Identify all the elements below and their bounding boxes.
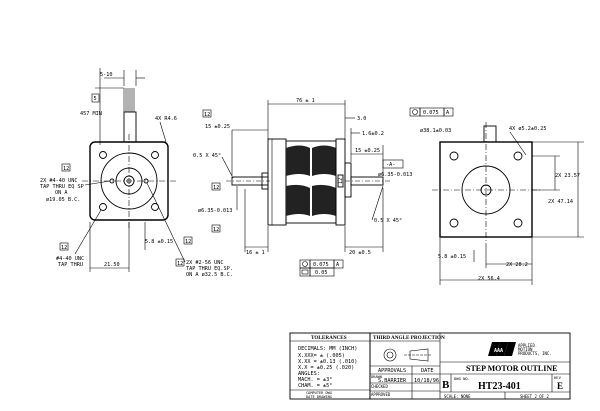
date-label: DATE	[421, 368, 434, 374]
note-bc-line2: TAP THRU EQ.SP.	[186, 266, 233, 272]
dim-bottom-right: 20 ±0.5	[349, 250, 371, 256]
sheet-label: SHEET 2 OF 2	[520, 394, 549, 399]
tag-front-2: 12	[61, 245, 67, 251]
note-holes-line1: 2X #4-40 UNC	[40, 178, 77, 184]
drawing-number: HT23-401	[478, 381, 521, 392]
drawing-title: STEP MOTOR OUTLINE	[466, 364, 557, 373]
dim-dia-left: ø6.35-0.013	[198, 208, 232, 214]
approved-label: APPROVED	[371, 392, 391, 397]
company-line-3: PRODUCTS, INC.	[518, 351, 552, 356]
projection-title: THIRD ANGLE PROJECTION	[373, 335, 445, 341]
rear-dim-width-h: 2X 56.4	[478, 276, 500, 282]
rear-tol-value: 0.075	[423, 110, 439, 116]
note-holes-line2: TAP THRU EQ SP	[40, 184, 84, 190]
rear-holes: 4X ø5.2±0.25	[509, 126, 546, 132]
tag-front-4: 12	[177, 261, 183, 267]
tolerance-row-2: X.XX = ±0.13 (.010)	[298, 359, 357, 365]
lead-wires	[123, 88, 137, 143]
company-line-1: APPLIED	[518, 343, 535, 348]
drawn-date: 10/18/96	[414, 378, 439, 384]
company-logo: AAA	[488, 342, 516, 356]
dim-length: 76 ± 1	[296, 98, 315, 104]
dim-lead-spacing: 5-10	[100, 72, 113, 78]
approvals-label: APPROVALS	[378, 368, 406, 374]
rev-label: REV	[554, 375, 562, 380]
projection-symbol	[383, 348, 432, 362]
dim-offset: 21.50	[104, 262, 120, 268]
dim-bottom-left: 16 ± 1	[246, 250, 265, 256]
angle-row-2: CHAM. = ±5°	[298, 383, 332, 389]
rear-dim-pilot: ø38.1±0.03	[420, 128, 451, 134]
front-view: 457 MIN 5-10 5 4X R4.6 12 2X #4-40 UNC T…	[40, 68, 233, 278]
tolerance-header: DECIMALS: MM (INCH)	[298, 346, 357, 352]
dim-dia-right: ø6.35-0.013	[378, 172, 412, 178]
note-bc-line3: ON A ø32.5 B.C.	[186, 272, 233, 278]
note-holes-line3: ON A	[55, 190, 68, 196]
note-bc-line1: 2X #2-56 UNC	[186, 260, 223, 266]
tol-frame-1-value: 0.075	[313, 262, 329, 268]
footer-line-2: DATE DRAWING	[306, 395, 332, 399]
revision: E	[557, 381, 563, 391]
side-view: 76 ± 1 12 12 15 ±0.25 0.5 X 45° 12 ø6.35…	[193, 98, 412, 277]
checked-label: CHECKED	[371, 384, 388, 389]
drawn-label: DRAWN	[371, 375, 382, 379]
corner-radius-note: 4X R4.6	[155, 116, 177, 122]
tol-frame-1-ref: A	[336, 262, 340, 268]
rear-dim-half: 2X 28.2	[506, 262, 528, 268]
note-holes-line4: ø19.05 B.C.	[46, 197, 80, 203]
label-shaft: 12	[338, 178, 344, 184]
dim-lead-length: 457 MIN	[80, 111, 102, 117]
sheet-size: B	[442, 379, 450, 391]
tolerance-row-3: X.X = ±0.25 (.020)	[298, 365, 354, 371]
title-block: TOLERANCES DECIMALS: MM (INCH) X.XXX= ± …	[289, 332, 571, 400]
datum-a: -A-	[386, 162, 395, 168]
angle-row-1: MACH. = ±3°	[298, 377, 332, 383]
tag-lead: 5	[94, 96, 97, 102]
front-endcap	[267, 138, 287, 226]
rear-dim-width-v: 2X 47.14	[548, 199, 573, 205]
dim-pilot: 1.6±0.2	[362, 131, 384, 137]
tag-side-3: 12	[213, 227, 219, 233]
dim-shaft-left: 15 ±0.25	[205, 124, 230, 130]
note-tap-line2: TAP THRU	[58, 262, 83, 268]
tag-front-1: 12	[63, 166, 69, 172]
tag-side-1: 12	[204, 112, 210, 118]
tol-frame-2-value: 0.05	[315, 270, 328, 276]
drawn-name: S.BARRIER	[378, 378, 407, 384]
logo-letters: AAA	[494, 348, 503, 354]
angles-label: ANGLES:	[298, 371, 320, 377]
rear-tol-ref: A	[446, 110, 450, 116]
dim-chamfer-right: 0.5 X 45°	[374, 218, 402, 224]
dwg-no-label: DWG NO.	[454, 376, 470, 381]
tolerance-row-1: X.XXX= ± (.005)	[298, 353, 345, 359]
note-tap-line1: #4-40 UNC	[56, 256, 84, 262]
tolerances-title: TOLERANCES	[311, 335, 347, 341]
tag-side-2: 12	[213, 185, 219, 191]
tag-front-3: 12	[185, 239, 191, 245]
footer-line-1: COMPUTER DWG	[306, 391, 332, 395]
dim-chamfer-left: 0.5 X 45°	[193, 153, 221, 159]
rear-view: 0.075 A ø38.1±0.03 4X ø5.2±0.25 2X 23.57…	[409, 107, 584, 285]
company-line-2: MOTION	[518, 347, 533, 352]
rear-dim-center: 5.8 ±0.15	[438, 254, 466, 260]
rear-dim-hole-spacing: 2X 23.57	[555, 173, 580, 179]
dim-shaft-right: 15 ±0.25	[355, 148, 380, 154]
dim-right-top: 3.0	[357, 116, 366, 122]
scale-label: SCALE: NONE	[444, 394, 471, 399]
dim-center: 5.8 ±0.15	[145, 239, 173, 245]
